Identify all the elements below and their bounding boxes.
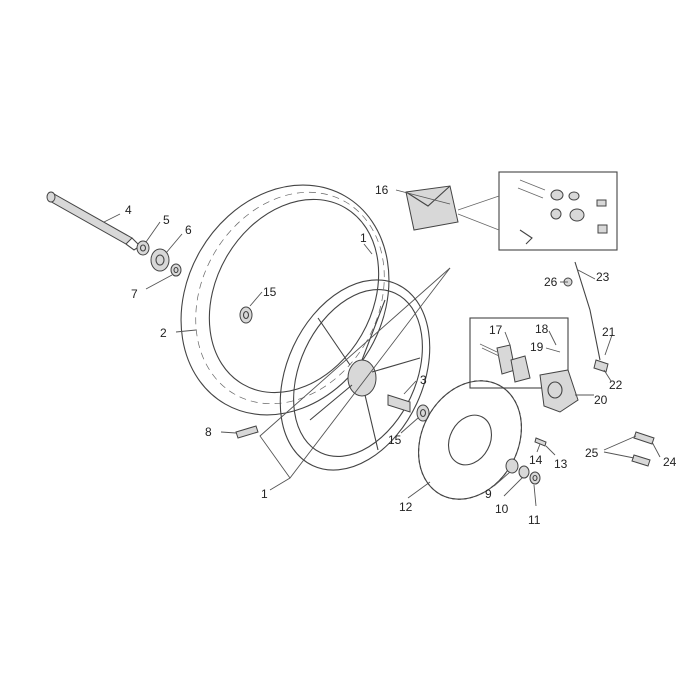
callout-15-lower: 15 [388, 433, 402, 447]
callout-21: 21 [602, 325, 616, 339]
callout-20: 20 [594, 393, 608, 407]
callout-18: 18 [535, 322, 549, 336]
callout-14: 14 [529, 453, 543, 467]
callout-25: 25 [585, 446, 599, 460]
seal-part [170, 263, 182, 277]
callout-6: 6 [185, 223, 192, 237]
caliper-bolts-part [631, 431, 655, 467]
callout-5: 5 [163, 213, 170, 227]
repair-kit-bag [405, 185, 459, 231]
callout-19: 19 [530, 340, 544, 354]
wheel-rim-part [279, 279, 431, 471]
callout-12: 12 [399, 500, 413, 514]
callout-15-upper: 15 [263, 285, 277, 299]
disc-spacer-part [505, 458, 519, 474]
kit-contents-box [457, 171, 618, 251]
callout-4: 4 [125, 203, 132, 217]
callout-24: 24 [663, 455, 677, 469]
speedometer-gear-part [150, 248, 170, 272]
leader-lines [103, 189, 661, 507]
brake-pads-box [469, 317, 569, 389]
callout-1: 1 [261, 487, 268, 501]
callout-7: 7 [131, 287, 138, 301]
callout-17: 17 [489, 323, 503, 337]
callout-3: 3 [420, 373, 427, 387]
brake-caliper-part [539, 369, 579, 413]
nut-part [529, 471, 541, 485]
spacer-part [136, 240, 150, 256]
callout-9: 9 [485, 487, 492, 501]
callout-10: 10 [495, 502, 509, 516]
bearing-part [239, 306, 253, 324]
callout-1-upper: 1 [360, 231, 367, 245]
washer-part [518, 465, 530, 479]
callout-26: 26 [544, 275, 558, 289]
wheel-spacer-part [387, 394, 411, 413]
callout-23: 23 [596, 270, 610, 284]
callout-2: 2 [160, 326, 167, 340]
bearing-part-lower [416, 404, 430, 422]
valve-bolt-part [235, 425, 259, 439]
callout-11: 11 [528, 513, 541, 527]
callout-8: 8 [205, 425, 212, 439]
callout-16: 16 [375, 183, 389, 197]
brake-hose-part [563, 261, 609, 373]
callout-22: 22 [609, 378, 623, 392]
callout-13: 13 [554, 457, 568, 471]
axle-part [46, 191, 141, 251]
disc-bolt-part [534, 437, 547, 447]
